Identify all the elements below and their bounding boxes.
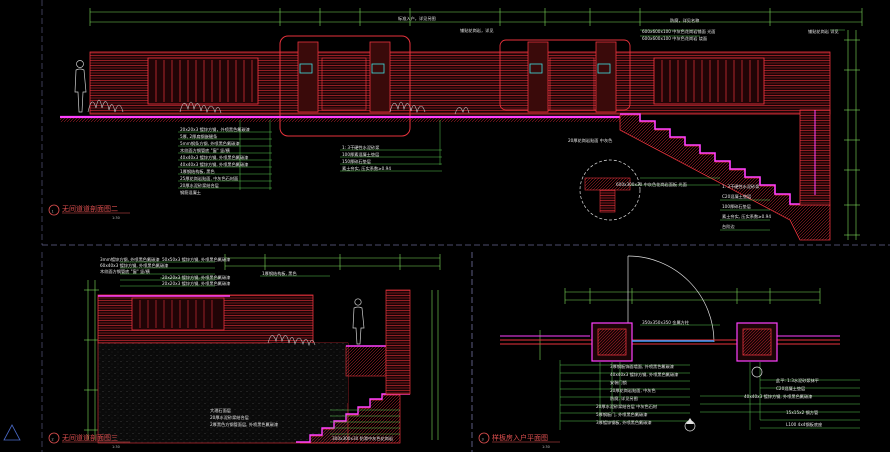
note-center-2: 150厚碎石垫层	[342, 158, 371, 165]
stair-section	[619, 109, 831, 241]
note-v2-4: 20x20x3 镀锌方钢, 外喷黑色氟碳漆	[162, 274, 230, 281]
note-v3-13: L100 4x4钢板底座	[786, 421, 822, 428]
note-top-5: 600x600x100 中灰色花岗岩 烧面	[642, 35, 707, 42]
sheet-frame	[3, 0, 890, 452]
planting-v2	[267, 333, 316, 347]
note-v2-1: 60x40x3 镀锌方钢, 外喷黑色氟碳漆	[100, 262, 168, 269]
note-v3-2: 40x40x3 镀锌方钢, 外喷黑色氟碳漆	[610, 371, 678, 378]
scale-figure	[74, 60, 87, 113]
dimension-chain-view2	[84, 254, 441, 440]
note-left-9: 钢筋混凝土	[180, 189, 201, 196]
note-right-5: 20厚花岗岩贴面 中灰色	[568, 137, 613, 144]
note-top-1: 标准入户，详见另图	[398, 15, 436, 22]
view-1-number: 1	[52, 210, 54, 214]
fence-panel-right	[653, 57, 765, 105]
dimension-chain-right	[844, 30, 860, 240]
view-3-title-text: 样板房入户平面图	[492, 433, 548, 442]
note-top-2: 铺贴花岗岩，详见	[460, 27, 494, 34]
detail-callout-circle	[579, 159, 641, 221]
gate-pier-left	[591, 322, 633, 362]
leader-lines-view2	[120, 261, 400, 435]
leader-lines-view1	[178, 29, 845, 231]
note-v2-6: 1厚钢结构板, 黑色	[262, 270, 297, 277]
fence-panel-left	[147, 57, 259, 105]
note-right-0: 1: 3干硬性水泥砂浆	[722, 183, 760, 190]
note-left-3: 木纹面方钢管底 "窗" 竖/横	[180, 147, 231, 154]
note-v3-11: 40x40x3 镀锌方钢, 外喷黑色氟碳漆	[744, 393, 812, 400]
note-v3-12: 15x15x2 钢方管	[786, 409, 818, 416]
view-1-section: 标准入户，详见另图 铺贴花岗岩，详见 防腐，详见名称 600x600x100 中…	[48, 8, 863, 241]
note-top-3: 防腐，详见名称	[670, 17, 699, 24]
note-top-4: 600x600x100 中灰色花岗岩铺面 光面	[642, 28, 715, 35]
note-right-2: 100厚碎石垫层	[722, 203, 751, 210]
note-v3-7: 5厚钢板门, 外喷黑色氟碳漆	[596, 411, 647, 418]
note-left-7: 25厚花岗岩贴面, 中灰色石材面	[180, 175, 238, 182]
note-left-2: 5mm钢条方钢, 外喷黑色氟碳漆	[180, 140, 240, 147]
view-3-scale: 1:30	[542, 445, 550, 449]
view-2-number: 2	[52, 438, 54, 442]
note-v3-3: 安装门锁	[610, 379, 628, 386]
note-v2-9: 2厚黑色方钢管面层, 外喷黑色氟碳漆	[210, 421, 278, 428]
note-left-8: 20厚水泥砂浆结合层	[180, 182, 219, 189]
dimension-chain-top	[89, 8, 863, 26]
note-v2-3: 50x50x3 镀锌方钢, 外喷黑色氟碳漆	[162, 256, 230, 263]
note-v3-1: 3厚钢板饰面墙面, 外喷黑色氟碳漆	[610, 363, 674, 370]
note-v3-10: C20混凝土垫层	[776, 385, 805, 392]
entry-gate-right	[499, 39, 631, 113]
dimension-chain-view3	[539, 288, 821, 360]
note-left-0: 20x20x3 镀锌方钢，外喷黑色氟碳漆	[180, 126, 250, 133]
note-v3-4: 20厚花岗岩贴面, 中灰色	[610, 387, 656, 394]
entry-gate-left	[279, 35, 411, 137]
note-v3-0: 350x350x350 金属方柱	[642, 319, 690, 326]
note-v2-5: 20x20x3 镀锌方钢, 外喷黑色氟碳漆	[162, 280, 230, 287]
gate-pier-right	[736, 322, 778, 362]
door-swing-arc	[627, 255, 715, 343]
note-v3-6: 20厚水泥砂浆结合层 中灰色石材	[596, 403, 657, 410]
view-1-title: 1 无间道道剖面图二 1:30	[48, 204, 130, 220]
stair-v2	[300, 394, 401, 444]
note-right-1: C20混凝土垫层	[722, 193, 751, 200]
note-right-4: 台阶边	[722, 223, 735, 230]
view-2-scale: 1:30	[112, 445, 120, 449]
note-center-0: 1: 3干硬性水泥砂浆	[342, 144, 380, 151]
planting-shrubs	[87, 99, 470, 115]
view-3-plan: 350x350x350 金属方柱 3厚钢板饰面墙面, 外喷黑色氟碳漆 40x40…	[478, 255, 860, 449]
view-2-section: 3mm镀锌方钢, 外喷黑色氟碳漆 60x40x3 镀锌方钢, 外喷黑色氟碳漆 木…	[48, 254, 441, 449]
note-v3-9: 此平: 1:3水泥砂浆抹平	[776, 377, 819, 384]
note-v2-2: 木纹面方钢管底 "窗" 竖/横	[100, 268, 151, 275]
note-v2-10: 300x300x30 防滑中灰色花岗岩	[332, 435, 393, 442]
view-1-title-text: 无间道道剖面图二	[62, 204, 118, 213]
note-top-6: 铺贴花岗岩 详见	[808, 28, 839, 35]
note-v3-5: 防腐, 详见另图	[610, 395, 638, 402]
note-right-3: 素土夯实, 压实系数≥0.94	[722, 213, 771, 220]
note-v3-8: 3厚镀锌钢板, 外喷黑色氟碳漆	[596, 419, 652, 426]
note-center-3: 素土夯实, 压实系数≥0.94	[342, 165, 391, 172]
note-left-5: 40x40x3 镀锌方钢, 外喷黑色氟碳漆	[180, 161, 248, 168]
note-v2-7: 大理石面层	[210, 407, 231, 414]
view-1-scale: 1:30	[112, 216, 120, 220]
elevation-marker	[684, 366, 763, 432]
note-center-1: 100厚素混凝土垫层	[342, 151, 379, 158]
view-2-title-text: 无间道道剖面图三	[62, 433, 118, 442]
note-right-6: 600x300x30 中灰色花岗岩面板 光面	[616, 181, 687, 188]
note-left-1: 5厚, 2厚扁钢嵌缝条	[180, 133, 218, 140]
note-left-6: 1厚钢结构板, 黑色	[180, 168, 215, 175]
note-left-4: 40x40x3 镀锌方钢, 外喷黑色氟碳漆	[180, 154, 248, 161]
view-3-number: 3	[482, 438, 484, 442]
scale-figure-v2	[352, 298, 365, 345]
note-v2-8: 20厚水泥砂浆结合层	[210, 414, 249, 421]
view-3-title: 3 样板房入户平面图 1:30	[478, 432, 560, 449]
note-v2-0: 3mm镀锌方钢, 外喷黑色氟碳漆	[100, 256, 160, 263]
leader-lines-view3	[559, 324, 860, 430]
view-2-title: 2 无间道道剖面图三 1:30	[48, 432, 130, 449]
